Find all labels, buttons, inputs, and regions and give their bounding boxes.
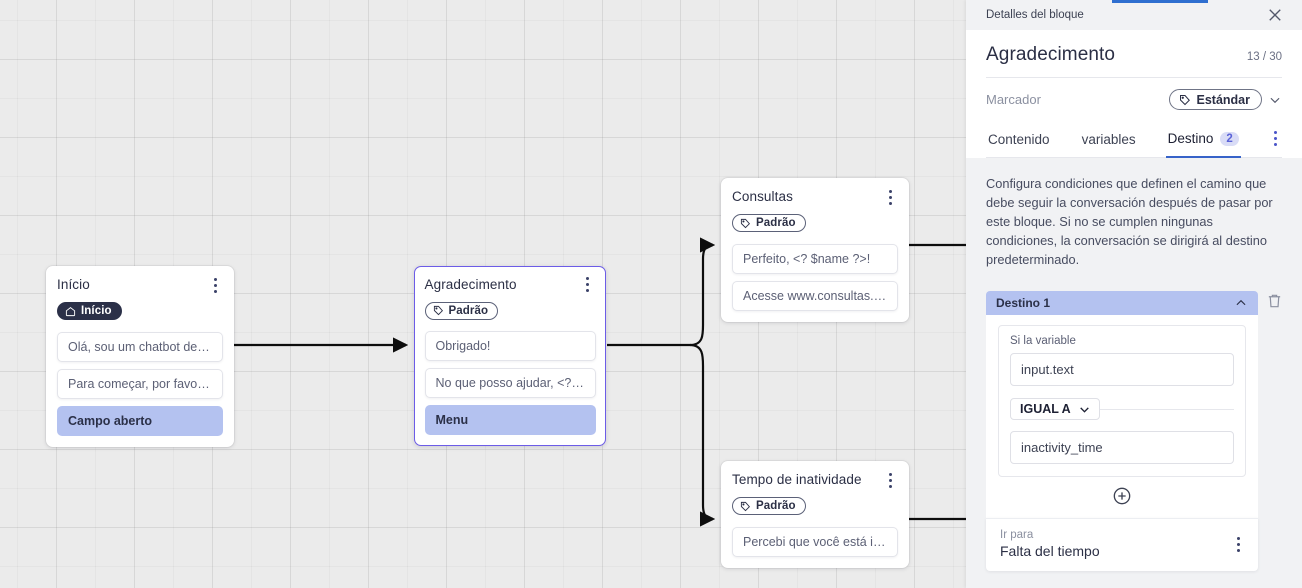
destino-description: Configura condiciones que definen el cam… — [986, 176, 1273, 267]
marcador-pill-label: Estándar — [1196, 92, 1251, 107]
chevron-down-icon[interactable] — [1268, 93, 1282, 107]
plus-circle-icon[interactable] — [1112, 486, 1132, 506]
tag-icon — [740, 501, 751, 511]
node-tag[interactable]: Início — [57, 302, 122, 320]
node-message[interactable]: Campo aberto — [57, 405, 223, 436]
flow-node-consultas[interactable]: Consultas Padrão Perfeito, <? $name ?>! … — [721, 178, 909, 322]
node-title: Consultas — [732, 189, 793, 204]
tag-icon — [1179, 94, 1190, 105]
panel-title-row: Agradecimento 13 / 30 — [986, 44, 1282, 66]
close-icon[interactable] — [1266, 6, 1284, 24]
node-messages: Perfeito, <? $name ?>! Acesse www.consul… — [732, 243, 898, 311]
node-title: Tempo de inatividade — [732, 472, 862, 487]
node-message[interactable]: Menu — [424, 405, 596, 435]
marcador-control[interactable]: Estándar — [1168, 89, 1283, 110]
node-header: Tempo de inatividade — [732, 471, 898, 489]
tag-icon — [740, 218, 751, 228]
node-message[interactable]: Perfeito, <? $name ?>! — [732, 243, 898, 274]
node-header: Início — [57, 276, 223, 294]
flow-canvas[interactable]: Início Início Olá, sou um chatbot de tes… — [0, 0, 966, 588]
node-messages: Obrigado! No que posso ajudar, <? $name … — [424, 331, 596, 435]
panel-header: Agradecimento 13 / 30 Marcador Estándar — [966, 30, 1302, 158]
flow-node-agradecimento[interactable]: Agradecimento Padrão Obrigado! No que po… — [414, 266, 606, 446]
goto-menu-icon[interactable] — [1230, 535, 1246, 553]
char-counter: 13 / 30 — [1246, 51, 1282, 63]
node-header: Consultas — [732, 188, 898, 206]
destino-card: Destino 1 Si la variable — [986, 291, 1282, 571]
node-tag[interactable]: Padrão — [732, 214, 806, 232]
destino-header[interactable]: Destino 1 — [986, 291, 1258, 315]
tab-label: Contenido — [988, 131, 1050, 147]
panel-tabs: Contenido variables Destino 2 — [986, 126, 1282, 158]
flow-node-inicio[interactable]: Início Início Olá, sou um chatbot de tes… — [46, 266, 234, 447]
node-messages: Olá, sou um chatbot de teste! Para começ… — [57, 331, 223, 436]
node-tag-label: Padrão — [756, 217, 796, 229]
home-icon — [65, 306, 76, 316]
tab-contenido[interactable]: Contenido — [986, 127, 1052, 157]
goto-row[interactable]: Ir para Falta del tiempo — [986, 518, 1258, 571]
node-tag-label: Padrão — [756, 500, 796, 512]
marcador-row: Marcador Estándar — [986, 78, 1282, 112]
condition-box: Si la variable IGUAL A — [998, 325, 1246, 477]
goto-label: Ir para — [1000, 529, 1034, 541]
node-header: Agradecimento — [425, 276, 596, 294]
node-messages: Percebi que você está inativo. C... — [732, 526, 898, 557]
node-title: Agradecimento — [424, 276, 517, 292]
tag-icon — [433, 305, 443, 316]
goto-value: Falta del tiempo — [1000, 543, 1100, 559]
node-tag[interactable]: Padrão — [732, 497, 806, 515]
tab-badge: 2 — [1220, 131, 1239, 146]
node-menu-icon[interactable] — [882, 471, 898, 489]
tab-destino[interactable]: Destino 2 — [1165, 126, 1241, 158]
edge-to-inatividade — [689, 343, 716, 527]
top-accent-bar — [1112, 0, 1208, 3]
tabs-overflow-menu-icon[interactable] — [1269, 130, 1282, 148]
page-title: Agradecimento — [986, 44, 1116, 65]
node-menu-icon[interactable] — [207, 276, 223, 294]
marcador-pill[interactable]: Estándar — [1168, 89, 1262, 110]
operator-label: IGUAL A — [1020, 402, 1071, 416]
flow-node-tempo-de-inatividade[interactable]: Tempo de inatividade Padrão Percebi que … — [721, 461, 909, 568]
marcador-label: Marcador — [986, 92, 1041, 107]
node-message[interactable]: Olá, sou um chatbot de teste! — [57, 331, 223, 362]
header-divider — [986, 77, 1282, 78]
node-message[interactable]: Para começar, por favor digite o ... — [57, 368, 223, 399]
panel-content: Configura condiciones que definen el cam… — [966, 158, 1302, 588]
node-message[interactable]: Acesse www.consultas.com par... — [732, 280, 898, 311]
variable-input[interactable] — [1010, 353, 1234, 386]
panel-titlebar: Detalles del bloque — [966, 0, 1302, 30]
node-title: Início — [57, 277, 90, 292]
chevron-up-icon[interactable] — [1234, 296, 1248, 310]
goto-texts: Ir para Falta del tiempo — [1000, 529, 1100, 559]
compare-value-input[interactable] — [1010, 431, 1234, 464]
block-details-panel: Detalles del bloque Agradecimento 13 / 3… — [966, 0, 1302, 588]
node-message[interactable]: Percebi que você está inativo. C... — [732, 526, 898, 557]
edge-to-consultas — [689, 237, 716, 347]
node-tag-label: Padrão — [448, 304, 489, 317]
flow-edges — [234, 237, 966, 527]
destino-header-label: Destino 1 — [996, 296, 1051, 310]
trash-icon[interactable] — [1266, 292, 1284, 312]
tab-variables[interactable]: variables — [1080, 127, 1138, 157]
chevron-down-icon — [1079, 406, 1089, 413]
operator-select[interactable]: IGUAL A — [1010, 398, 1100, 420]
panel-titlebar-label: Detalles del bloque — [986, 9, 1084, 21]
node-menu-icon[interactable] — [882, 188, 898, 206]
node-tag-label: Início — [81, 305, 112, 317]
node-message[interactable]: No que posso ajudar, <? $name ... — [424, 368, 596, 398]
operator-row: IGUAL A — [1010, 397, 1234, 421]
add-condition-row — [998, 477, 1246, 506]
condition-wrapper: Si la variable IGUAL A — [986, 315, 1258, 518]
tab-label: variables — [1081, 131, 1136, 147]
condition-label: Si la variable — [1010, 335, 1076, 347]
node-message[interactable]: Obrigado! — [424, 331, 596, 361]
node-tag[interactable]: Padrão — [424, 301, 499, 320]
node-menu-icon[interactable] — [580, 276, 596, 294]
tab-label: Destino — [1167, 131, 1214, 146]
